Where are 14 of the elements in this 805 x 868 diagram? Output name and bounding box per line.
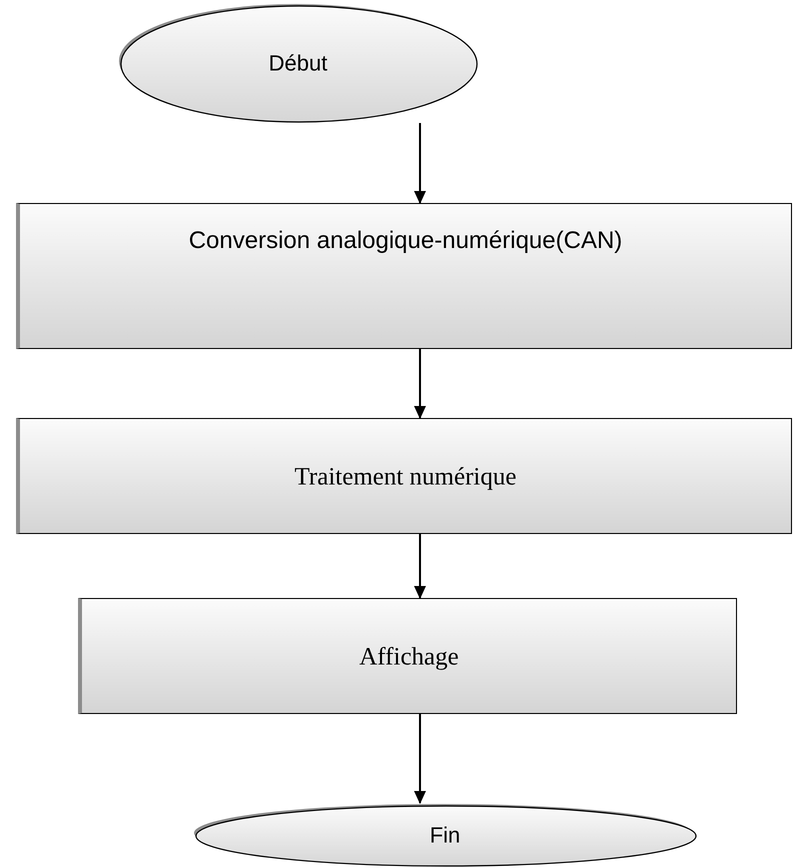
arrow xyxy=(414,349,426,419)
terminal-ellipse xyxy=(193,803,697,867)
process-box xyxy=(16,418,792,534)
arrow xyxy=(414,123,426,204)
process-box xyxy=(16,203,792,349)
node-label: Traitement numérique xyxy=(294,462,516,492)
node-label: Fin xyxy=(430,822,460,850)
terminal-ellipse xyxy=(118,3,478,123)
process-box xyxy=(78,598,737,714)
node-label: Début xyxy=(268,50,328,78)
arrow xyxy=(414,534,426,599)
node-label: Conversion analogique-numérique(CAN) xyxy=(188,226,622,256)
arrow xyxy=(414,714,426,804)
node-label: Affichage xyxy=(359,642,459,672)
